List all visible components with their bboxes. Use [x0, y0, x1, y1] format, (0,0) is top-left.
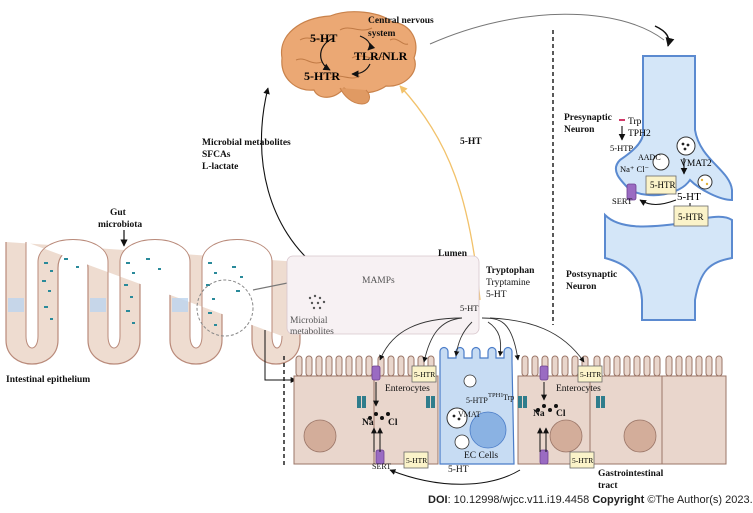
synaptic-vesicles: [652, 136, 713, 190]
channels: [357, 396, 605, 408]
metabolites-caption-3: L-lactate: [202, 162, 239, 172]
synapse-na-cl: Na⁺ Cl⁻: [620, 164, 650, 174]
brain-5htr-label: 5-HTR: [304, 69, 340, 83]
sert-label: SERT: [372, 462, 392, 471]
receptor-2: 5-HTR: [406, 456, 427, 465]
ec-vesicle: [446, 407, 468, 429]
metabolites-caption-2: SFCAs: [202, 150, 231, 160]
reuptake-arrow: [639, 199, 677, 206]
lumen-region: [286, 255, 480, 335]
intestinal-villi: [5, 239, 301, 365]
lumen-label: Lumen: [438, 249, 468, 259]
right-na-label: Na: [533, 409, 545, 419]
ec-htp-label: 5-HTP: [466, 396, 488, 405]
zoom-circle: [196, 279, 254, 337]
synapse-neurons: [604, 55, 733, 321]
receptor-3: 5-HTR: [580, 370, 601, 379]
bottom-recycle-arrow: [389, 469, 521, 485]
brain-5ht-label: 5-HT: [310, 31, 337, 45]
doi-label: DOI: [428, 494, 448, 506]
brain: [280, 11, 417, 105]
ec-trp-label: Trp: [503, 393, 515, 402]
ion-dots: [368, 404, 558, 420]
gut-microbiota-cluster: [42, 258, 243, 326]
tryptophan-label: Tryptophan: [486, 266, 535, 276]
gut-microbiota-label-2: microbiota: [98, 220, 143, 230]
lumen-metabolites-1: Microbial: [290, 316, 328, 326]
metabolite-dots: [308, 294, 326, 310]
doi-value: : 10.12998/wjcc.v11.i19.4458: [447, 494, 590, 506]
metabolites-to-brain-arrow: [260, 87, 319, 269]
tryptamine-label: Tryptamine: [486, 278, 530, 288]
presynaptic-label-1: Presynaptic: [564, 113, 612, 123]
copyright-label: Copyright: [592, 494, 645, 506]
ec-vmat-label: VMAT: [458, 410, 481, 419]
cns-caption-2: system: [368, 29, 396, 39]
zoom-to-cells-arrow: [264, 330, 297, 383]
transport-arrows: [371, 382, 549, 452]
diagram-canvas: 5-HT TLR/NLR 5-HTR Trp TPH2 5-HTP AADC V…: [5, 11, 733, 485]
synapse-htp: 5-HTP: [610, 143, 633, 153]
receptor-1: 5-HTR: [414, 370, 435, 379]
metabolites-caption-1: Microbial metabolites: [202, 138, 291, 148]
synapse-trp: Trp: [628, 117, 642, 127]
synapse-sert: SERT: [612, 196, 633, 206]
left-cl-label: Cl: [388, 418, 398, 428]
cns-to-synapse-arrow: [429, 13, 665, 45]
synapse-serotonin: 5-HT: [677, 191, 701, 203]
lumen-metabolites-2: metabolites: [290, 327, 334, 337]
gut-microbiota-label-1: Gut: [110, 208, 126, 218]
postsynaptic-label-2: Neuron: [566, 282, 597, 292]
synapse-tph2: TPH2: [628, 129, 651, 139]
enterocyte-row: [293, 375, 727, 465]
doi-footer: DOI: 10.12998/wjcc.v11.i19.4458 Copyrigh…: [428, 494, 753, 506]
synapse-sert-transporter: [626, 183, 637, 201]
release-5ht-label: 5-HT: [460, 303, 479, 313]
cns-arrowhead: [654, 25, 675, 47]
left-na-label: Na: [362, 418, 374, 428]
gi-tract-label-1: Gastrointestinal: [598, 469, 664, 479]
presynaptic-receptor-box: [645, 175, 677, 195]
copyright-value: ©The Author(s) 2023.: [644, 494, 753, 506]
presynaptic-label-2: Neuron: [564, 125, 595, 135]
trp-marker: [619, 119, 625, 121]
lumen-5ht-label: 5-HT: [486, 290, 507, 300]
enterocytes-right-label: Enterocytes: [556, 384, 601, 394]
mamps-label: MAMPs: [362, 276, 395, 286]
receptor-boxes: [403, 365, 603, 469]
postsynaptic-receptor-box: [673, 205, 709, 227]
synapse-vmat2: VMAT2: [680, 159, 712, 169]
ec-cells-label: EC Cells: [464, 451, 499, 461]
bottom-5ht-label: 5-HT: [448, 465, 469, 475]
intestinal-epithelium-label: Intestinal epithelium: [6, 375, 91, 385]
ec-tph-label: TPH1: [488, 392, 504, 399]
ec-nucleus: [469, 411, 507, 449]
serotonin-release-arrows: [379, 317, 585, 363]
right-cl-label: Cl: [556, 409, 566, 419]
brain-tlr-label: TLR/NLR: [354, 49, 408, 63]
sert-transporters: [371, 365, 549, 465]
postsynaptic-receptor: 5-HTR: [678, 212, 704, 222]
gi-tract-label-2: tract: [598, 481, 618, 491]
microvilli: [295, 355, 723, 377]
receptor-4: 5-HTR: [572, 456, 593, 465]
ec-vesicle-top: [463, 374, 477, 388]
serotonin-pathway-label: 5-HT: [460, 137, 482, 147]
cns-caption-1: Central nervous: [368, 16, 434, 26]
presynaptic-receptor: 5-HTR: [650, 180, 676, 190]
synapse-aadc: AADC: [638, 153, 661, 162]
ec-vesicle-small: [454, 434, 470, 450]
postsynaptic-label-1: Postsynaptic: [566, 270, 618, 280]
enterocytes-left-label: Enterocytes: [385, 384, 430, 394]
